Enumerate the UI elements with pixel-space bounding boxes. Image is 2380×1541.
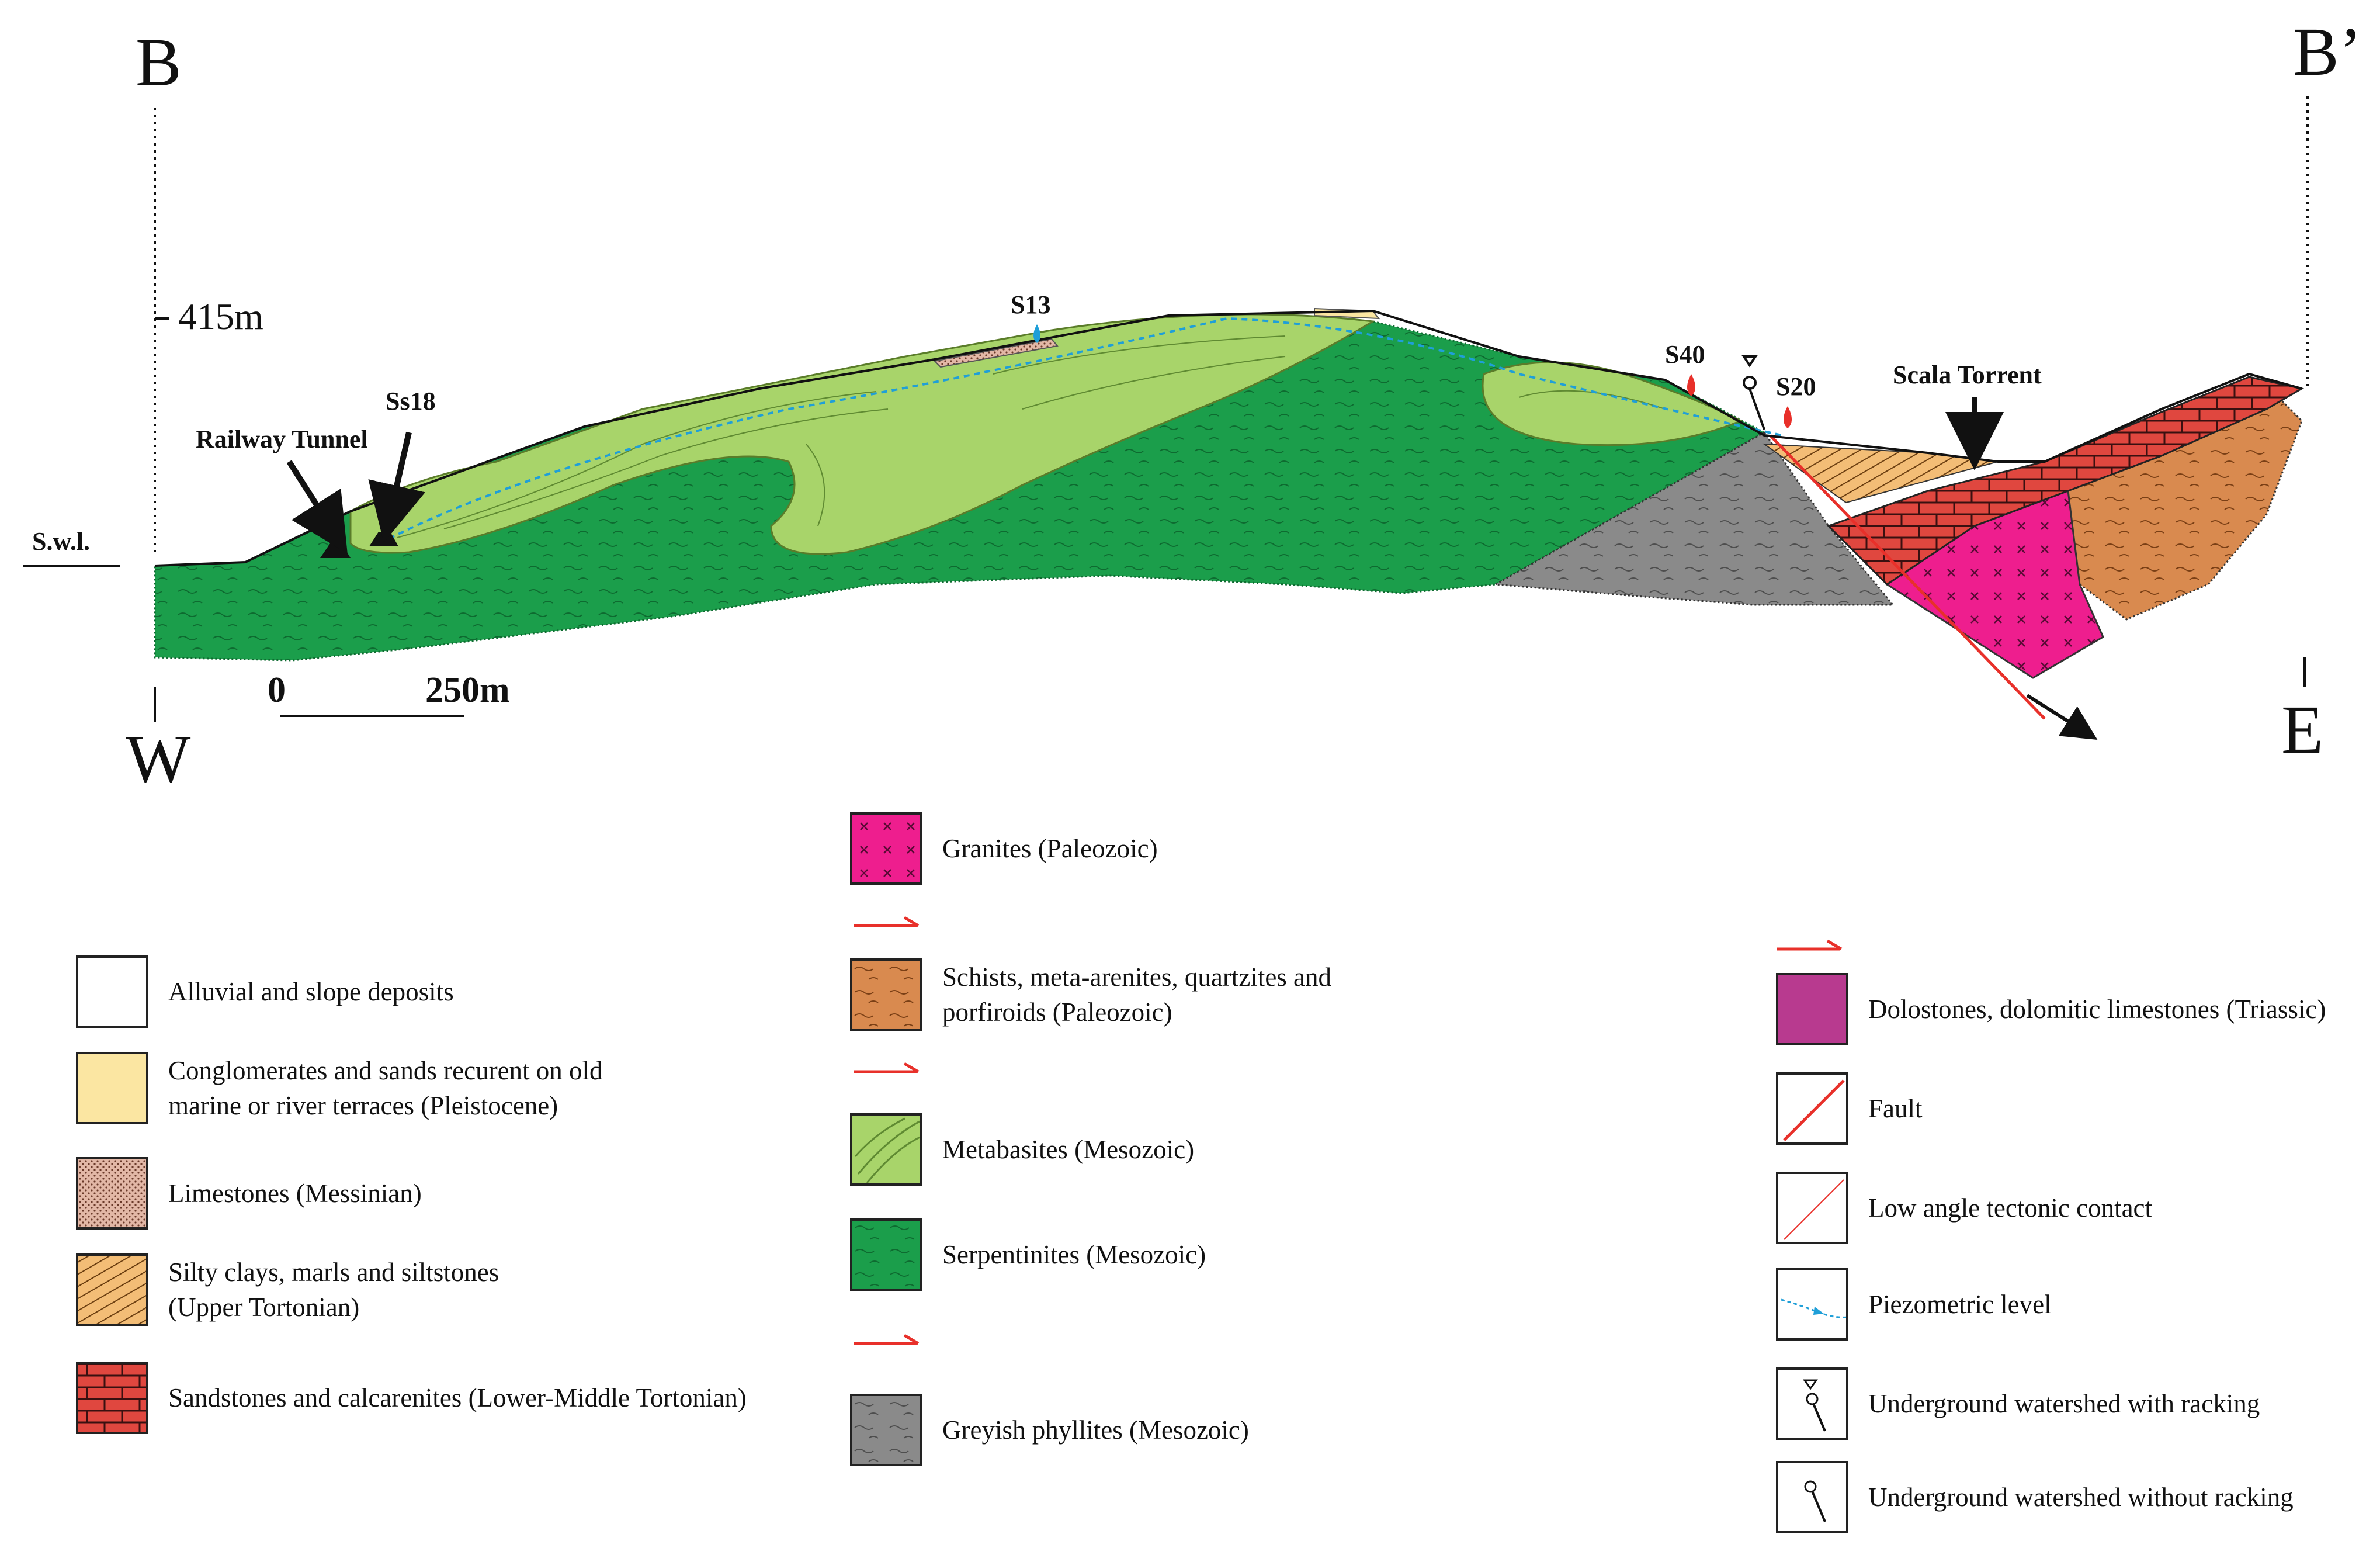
legend-fault: Fault bbox=[1776, 1072, 1923, 1145]
legend-watershed: Underground watershed without racking bbox=[1776, 1461, 2294, 1533]
legend-metabasite: Metabasites (Mesozoic) bbox=[850, 1113, 1194, 1186]
legend-phyllite: Greyish phyllites (Mesozoic) bbox=[850, 1394, 1249, 1466]
schist-label-line1: Schists, meta-arenites, quartzites and bbox=[942, 962, 1332, 992]
contact-arrow-1 bbox=[854, 916, 920, 927]
legend-piezometric: Piezometric level bbox=[1776, 1268, 2052, 1341]
sandstone-label: Sandstones and calcarenites (Lower-Middl… bbox=[168, 1383, 747, 1412]
phyllite-label: Greyish phyllites (Mesozoic) bbox=[942, 1415, 1249, 1445]
siltyclay-label-line2: (Upper Tortonian) bbox=[168, 1293, 360, 1322]
legend-dolostone: Dolostones, dolomitic limestones (Triass… bbox=[1776, 973, 2326, 1045]
west-label: W bbox=[126, 721, 191, 797]
watershed-label: Underground watershed without racking bbox=[1868, 1483, 2294, 1512]
limestone-cap bbox=[933, 338, 1059, 368]
fault-swatch bbox=[1776, 1072, 1848, 1145]
legend-watershed-racking: Underground watershed with racking bbox=[1776, 1367, 2260, 1440]
schist-label-line2: porfiroids (Paleozoic) bbox=[942, 998, 1172, 1027]
metabasite-swatch bbox=[850, 1113, 922, 1186]
legend-schist: Schists, meta-arenites, quartzites and p… bbox=[850, 958, 1331, 1031]
alluvial-swatch bbox=[76, 955, 148, 1028]
fault-arrow bbox=[2026, 694, 2098, 740]
serpentinite-swatch bbox=[850, 1218, 922, 1291]
section-start-label: B bbox=[136, 24, 182, 101]
legend-sandstone: Sandstones and calcarenites (Lower-Middl… bbox=[76, 1362, 747, 1434]
section-end-label: B’ bbox=[2293, 13, 2362, 90]
serpentinite-label: Serpentinites (Mesozoic) bbox=[942, 1240, 1206, 1269]
piezometric-swatch bbox=[1776, 1268, 1848, 1341]
topographic-surface bbox=[154, 309, 2302, 567]
sandstone-unit bbox=[1827, 376, 2305, 586]
legend-serpentinite: Serpentinites (Mesozoic) bbox=[850, 1218, 1206, 1291]
limestone-label: Limestones (Messinian) bbox=[168, 1179, 422, 1208]
s20-label: S20 bbox=[1776, 372, 1816, 401]
watershed-symbol bbox=[1741, 355, 1765, 430]
conglomerate-label-line1: Conglomerates and sands recurent on old bbox=[168, 1056, 603, 1085]
conglomerate-label-line2: marine or river terraces (Pleistocene) bbox=[168, 1091, 558, 1120]
contact-arrow-4 bbox=[1777, 939, 1843, 951]
railway-tunnel-label: Railway Tunnel bbox=[196, 425, 368, 453]
phyllite-unit bbox=[1493, 431, 1895, 606]
metabasite-lens bbox=[1482, 361, 1743, 446]
east-label: E bbox=[2281, 691, 2324, 768]
railway-tunnel-arrow bbox=[286, 460, 348, 554]
s20-spring-icon bbox=[1784, 406, 1792, 428]
siltyclay-swatch bbox=[76, 1253, 148, 1326]
watershed-swatch bbox=[1776, 1461, 1848, 1533]
metabasite-unit bbox=[349, 313, 1376, 555]
contact-arrow-3 bbox=[854, 1334, 920, 1345]
alluvial-label: Alluvial and slope deposits bbox=[168, 977, 454, 1006]
s13-label: S13 bbox=[1011, 290, 1051, 319]
contact-label: Low angle tectonic contact bbox=[1868, 1193, 2153, 1223]
dolostone-label: Dolostones, dolomitic limestones (Triass… bbox=[1868, 995, 2326, 1024]
metabasite-label: Metabasites (Mesozoic) bbox=[942, 1135, 1195, 1164]
ss18-label: Ss18 bbox=[386, 387, 436, 415]
s40-spring-icon bbox=[1687, 374, 1695, 396]
piezometric-line bbox=[379, 317, 1782, 545]
legend-siltyclay: Silty clays, marls and siltstones (Upper… bbox=[76, 1253, 499, 1326]
cross-section: B B’ W E 415m S.w.l. 0 250m Railway Tunn… bbox=[23, 13, 2362, 797]
legend-limestone: Limestones (Messinian) bbox=[76, 1157, 422, 1230]
contact-arrow-2 bbox=[854, 1062, 920, 1073]
elevation-label: 415m bbox=[178, 296, 263, 337]
cross-section-drawing bbox=[23, 96, 2309, 740]
fault-line bbox=[1769, 434, 2046, 720]
granite-swatch bbox=[850, 812, 922, 885]
legend-alluvial: Alluvial and slope deposits bbox=[76, 955, 454, 1028]
legend-granite: Granites (Paleozoic) bbox=[850, 812, 1158, 885]
s40-label: S40 bbox=[1665, 340, 1705, 369]
piezometric-label: Piezometric level bbox=[1868, 1290, 2052, 1319]
scala-torrent-label: Scala Torrent bbox=[1893, 361, 2042, 389]
phyllite-swatch bbox=[850, 1394, 922, 1466]
fault-label: Fault bbox=[1868, 1094, 1923, 1123]
sandstone-swatch bbox=[76, 1362, 148, 1434]
siltyclay-label-line1: Silty clays, marls and siltstones bbox=[168, 1258, 499, 1287]
s13-spring-icon bbox=[1033, 324, 1040, 343]
scale-start-label: 0 bbox=[268, 670, 286, 710]
sea-level-label: S.w.l. bbox=[32, 527, 91, 556]
granite-label: Granites (Paleozoic) bbox=[942, 834, 1158, 863]
watershed-racking-label: Underground watershed with racking bbox=[1868, 1389, 2260, 1418]
conglomerate-swatch bbox=[76, 1052, 148, 1124]
watershed-racking-swatch bbox=[1776, 1367, 1848, 1440]
scale-end-label: 250m bbox=[425, 670, 510, 710]
legend-conglomerate: Conglomerates and sands recurent on old … bbox=[76, 1052, 603, 1124]
legend-contact: Low angle tectonic contact bbox=[1776, 1172, 2152, 1244]
schist-swatch bbox=[850, 958, 922, 1031]
ss18-arrow bbox=[368, 431, 425, 543]
dolostone-swatch bbox=[1776, 973, 1848, 1045]
contact-swatch bbox=[1776, 1172, 1848, 1244]
limestone-swatch bbox=[76, 1157, 148, 1230]
